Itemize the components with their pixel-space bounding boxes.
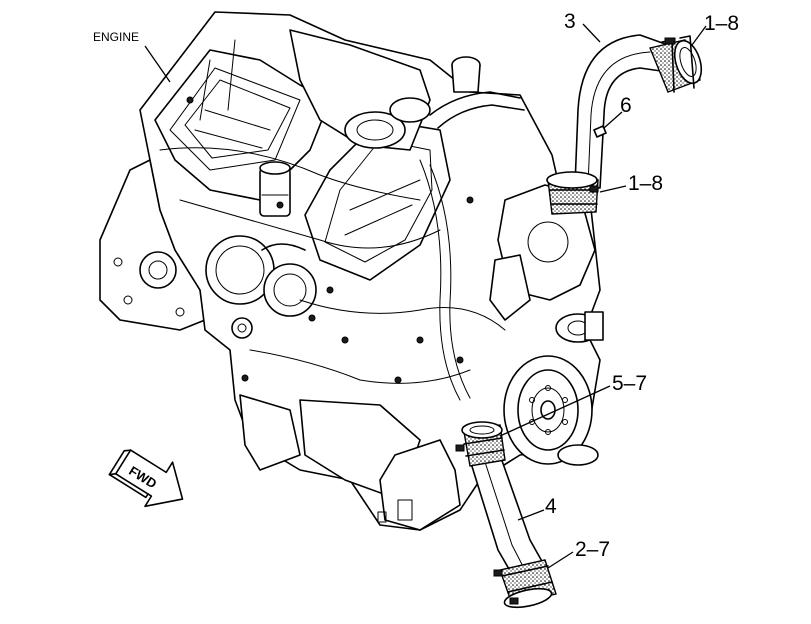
engine-label: ENGINE <box>93 30 139 44</box>
callout-4: 4 <box>517 495 557 521</box>
top-elbow-tube <box>546 34 703 215</box>
callout-1-8-top: 1–8 <box>691 12 739 46</box>
svg-text:2–7: 2–7 <box>575 538 610 561</box>
callout-5-7: 5–7 <box>499 372 647 437</box>
callout-2-7: 2–7 <box>547 538 610 569</box>
svg-text:1–8: 1–8 <box>628 172 663 195</box>
svg-text:3: 3 <box>564 10 576 33</box>
svg-text:6: 6 <box>620 94 632 117</box>
svg-text:4: 4 <box>545 495 557 518</box>
callout-6: 6 <box>603 94 632 129</box>
callout-3: 3 <box>564 10 601 43</box>
bolt-6 <box>593 125 607 138</box>
fwd-arrow: FWD <box>108 449 184 508</box>
bottom-elbow-tube <box>455 421 557 609</box>
svg-text:5–7: 5–7 <box>612 372 647 395</box>
engine-callout: ENGINE <box>93 30 171 83</box>
callout-1-8-mid: 1–8 <box>599 172 663 195</box>
svg-text:1–8: 1–8 <box>704 12 739 35</box>
engine-assembly <box>99 11 604 531</box>
